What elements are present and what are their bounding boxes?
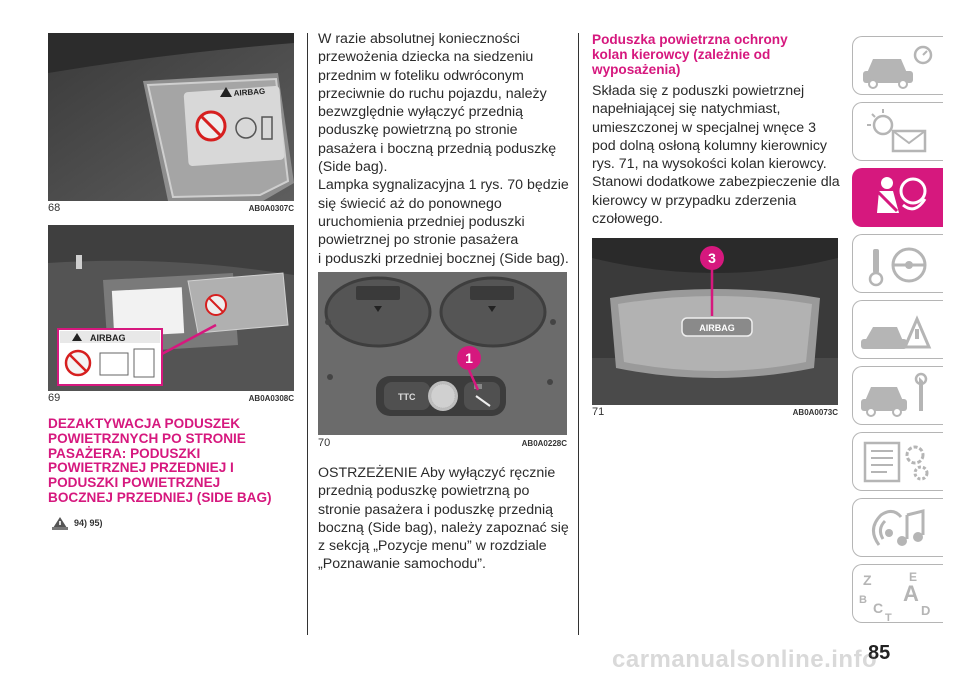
figure-71-image: AIRBAG 3 [592,238,838,405]
tab-safety[interactable] [852,168,943,227]
figure-68-caption: 68 AB0A0307C [48,202,294,214]
ttc-button-label: TTC [398,392,416,402]
figure-number: 71 [592,406,605,418]
emergency-icon [861,315,932,349]
figure-71-caption: 71 AB0A0073C [592,406,838,418]
technical-data-icon [863,441,929,483]
tab-multimedia[interactable] [852,498,943,557]
index-letter: B [859,594,867,606]
car-dashboard-icon [863,45,933,89]
key-steering-icon [868,247,927,287]
references: 94) 95) [52,516,103,530]
fig69-inset-label: AIRBAG [90,333,126,343]
figure-code: AB0A0307C [248,204,294,213]
callout-1-label: 1 [465,350,473,366]
index-icon: Z E A B C D T [859,570,930,622]
figure-code: AB0A0308C [248,394,294,403]
index-letter: T [885,612,892,622]
knee-airbag-label: AIRBAG [699,323,735,333]
watermark: carmanualsonline.info [612,646,878,673]
tab-index[interactable]: Z E A B C D T [852,564,943,623]
figure-code: AB0A0228C [521,439,567,448]
tab-maintenance[interactable] [852,366,943,425]
paragraph-knee-airbag: Składa się z poduszki powietrznej napełn… [592,83,840,228]
warning-book-icon [52,517,68,530]
tab-starting-driving[interactable] [852,234,943,293]
index-letter: D [921,603,930,618]
index-letter: A [903,581,919,606]
figure-70-caption: 70 AB0A0228C [318,437,567,449]
fig68-airbag-label: AIRBAG [233,87,265,98]
index-letter: C [873,600,883,616]
figure-number: 68 [48,202,61,214]
figure-number: 70 [318,437,331,449]
car-maintenance-icon [861,372,928,417]
figure-69-caption: 69 AB0A0308C [48,392,294,404]
column-divider-2 [578,33,579,635]
section-heading-knee-airbag: Poduszka powietrzna ochrony kolan kierow… [592,32,788,77]
figure-69-image: AIRBAG [48,225,294,391]
section-heading-deactivation: DEZAKTYWACJA PODUSZEK POWIETRZNYCH PO ST… [48,416,272,505]
column-divider-1 [307,33,308,635]
warning-lights-icon [867,109,927,153]
tab-car-dashboard[interactable] [852,36,943,95]
page-number: 85 [868,642,891,664]
paragraph-deactivation: W razie absolutnej konieczności przewoże… [318,31,569,267]
tab-technical-data[interactable] [852,432,943,491]
seatbelt-airbag-icon [875,177,927,213]
figure-number: 69 [48,392,61,404]
tab-warning-lights[interactable] [852,102,943,161]
index-letter: Z [863,572,872,588]
figure-68-image: AIRBAG [48,33,294,201]
figure-code: AB0A0073C [792,408,838,417]
figure-70-image: TTC 1 [318,272,567,435]
tab-emergency[interactable] [852,300,943,359]
callout-3-label: 3 [708,250,716,266]
multimedia-icon [872,509,925,546]
references-text: 94) 95) [74,518,103,528]
index-letter: E [909,570,917,584]
paragraph-warning: OSTRZEŻENIE Aby wyłączyć ręcznie przedni… [318,465,569,573]
